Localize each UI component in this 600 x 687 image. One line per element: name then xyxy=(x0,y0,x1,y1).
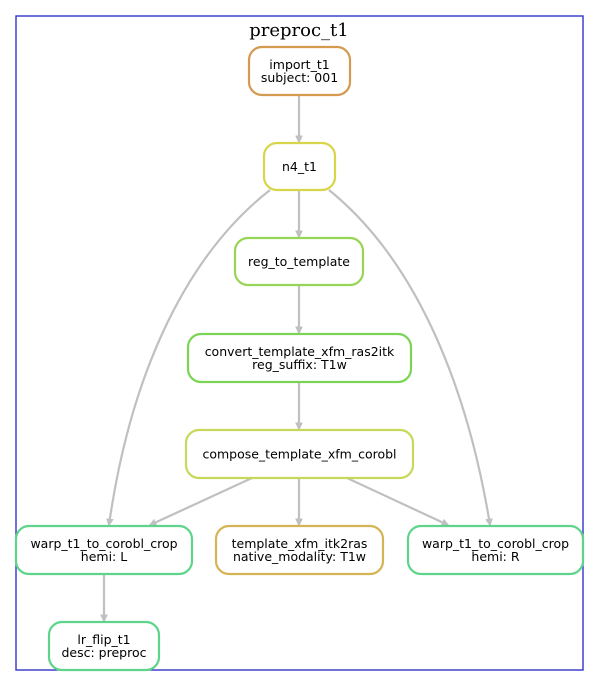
node-label: template_xfm_itk2ras xyxy=(232,536,368,551)
node-label: convert_template_xfm_ras2itk xyxy=(205,344,395,359)
node-param: subject: 001 xyxy=(261,70,338,85)
node-param: desc: preproc xyxy=(61,645,146,660)
node-box xyxy=(233,236,365,287)
edge-compose_template_xfm_corobl-to-warp_t1_to_corobl_crop_L xyxy=(150,477,253,526)
node-box xyxy=(184,428,415,480)
node-label: n4_t1 xyxy=(282,159,317,174)
edges-layer xyxy=(104,95,490,621)
node-param: native_modality: T1w xyxy=(233,549,366,564)
node-box xyxy=(14,524,194,576)
node-label: warp_t1_to_corobl_crop xyxy=(422,536,569,551)
node-label: warp_t1_to_corobl_crop xyxy=(30,536,177,551)
node-box xyxy=(47,620,161,672)
edge-n4_t1-to-warp_t1_to_corobl_crop_R xyxy=(328,189,490,525)
node-n4-t1: n4_t1 xyxy=(262,141,337,192)
node-box xyxy=(262,141,337,192)
node-box xyxy=(406,524,585,576)
node-label: lr_flip_t1 xyxy=(77,632,130,647)
edge-compose_template_xfm_corobl-to-warp_t1_to_corobl_crop_R xyxy=(346,477,448,526)
cluster-title: preproc_t1 xyxy=(249,20,349,41)
node-label: reg_to_template xyxy=(248,254,350,269)
node-reg-to-template: reg_to_template xyxy=(233,236,365,287)
node-box xyxy=(186,332,413,384)
edge-n4_t1-to-warp_t1_to_corobl_crop_L xyxy=(109,189,271,525)
node-param: hemi: R xyxy=(471,549,519,564)
node-compose-template-xfm-corobl: compose_template_xfm_corobl xyxy=(184,428,415,480)
node-box xyxy=(214,524,385,576)
node-label: import_t1 xyxy=(269,57,329,72)
node-label: compose_template_xfm_corobl xyxy=(202,447,396,462)
node-box xyxy=(247,45,352,97)
cluster-box xyxy=(15,15,584,671)
node-convert-template-xfm-ras2itk: convert_template_xfm_ras2itkreg_suffix: … xyxy=(186,332,413,384)
node-param: reg_suffix: T1w xyxy=(252,357,347,372)
node-param: hemi: L xyxy=(81,549,127,564)
